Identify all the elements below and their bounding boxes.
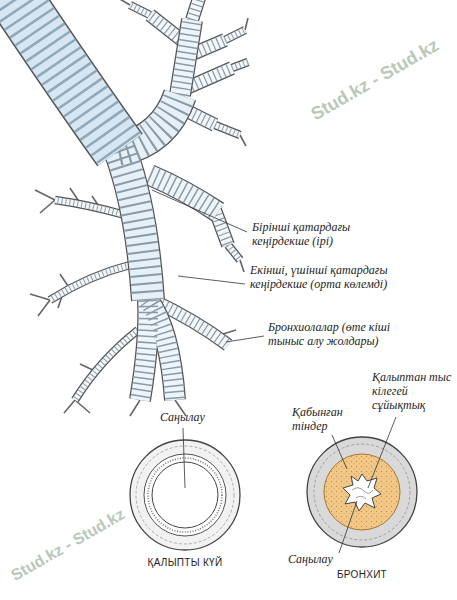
part-label: Қалыптан тыс кілегей сұйықтық: [372, 370, 452, 412]
part-label: Бірінші қатардағы кеңірдекше (ірі): [252, 220, 370, 248]
watermark: Stud.kz - Stud.kz: [307, 35, 442, 125]
watermark: Stud.kz - Stud.kz: [8, 505, 128, 585]
part-label: Қабынған тіндер: [292, 405, 356, 433]
bronchial-tree: [10, 0, 248, 416]
normal-cross-section: [130, 440, 240, 550]
part-label: Екінші, үшінші қатардағы кеңірдекше (орт…: [250, 263, 402, 291]
part-label: Саңылау: [160, 410, 205, 424]
part-label: Бронхиолалар (өте кіші тыныс алу жолдары…: [268, 320, 410, 348]
leader-lines: [152, 190, 264, 342]
section-caption: ҚАЛЫПТЫ КҮЙ: [145, 556, 225, 569]
part-label: Саңылау: [288, 552, 333, 566]
bronchitis-cross-section: [307, 437, 417, 547]
section-caption: БРОНХИТ: [322, 568, 402, 581]
leader-lines: [183, 417, 396, 553]
